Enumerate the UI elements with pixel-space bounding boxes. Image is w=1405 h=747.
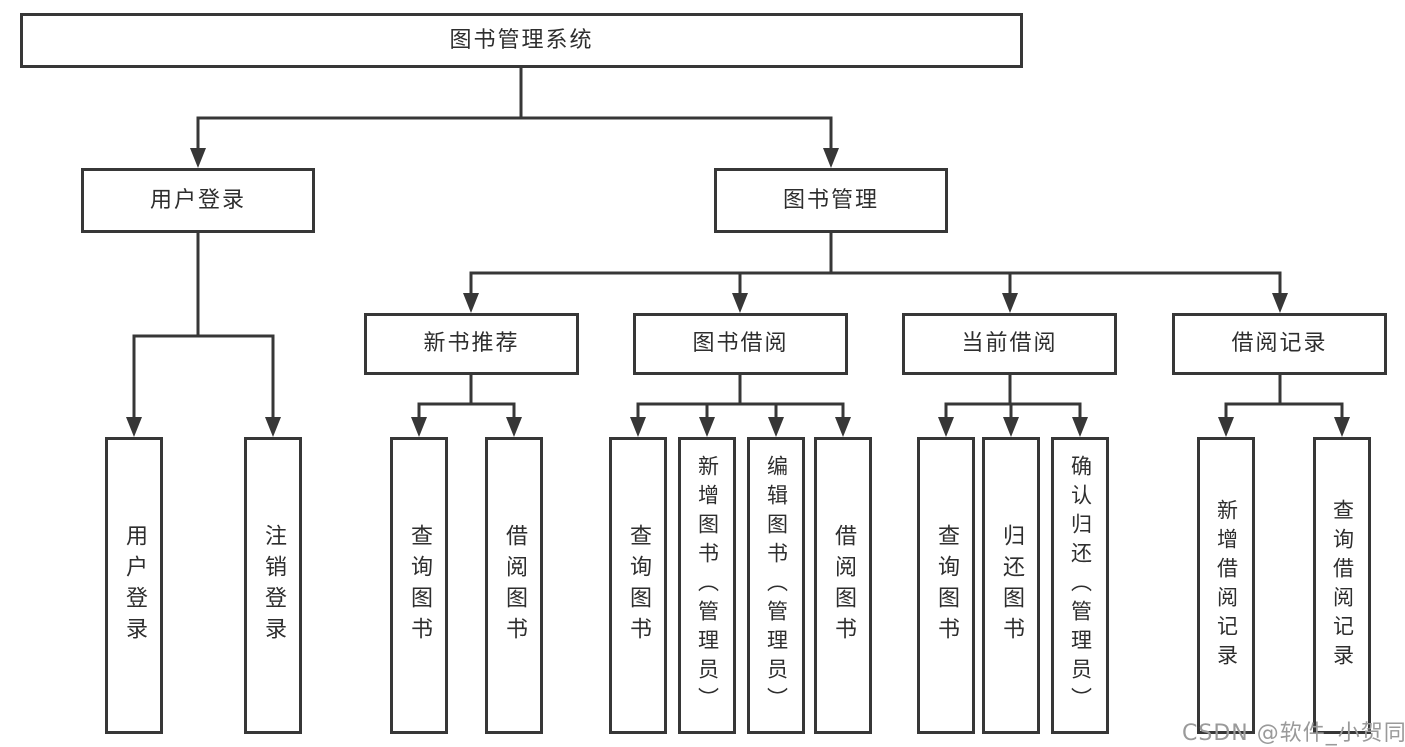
arrowhead xyxy=(1272,293,1288,313)
leaf-logout: 注销登录 xyxy=(244,437,302,734)
arrowhead xyxy=(265,417,281,437)
arrowhead xyxy=(768,417,784,437)
leaf-edit-books-admin: 编辑图书（管理员） xyxy=(747,437,805,734)
arrowhead xyxy=(1334,417,1350,437)
edges-borrow-records xyxy=(1218,375,1350,437)
edges-root xyxy=(190,68,839,168)
leaf-return-books: 归还图书 xyxy=(982,437,1040,734)
node-current-borrowing: 当前借阅 xyxy=(902,313,1117,375)
node-book-management: 图书管理 xyxy=(714,168,948,233)
edges-book-borrowing xyxy=(630,375,851,437)
node-new-book-recommend: 新书推荐 xyxy=(364,313,579,375)
leaf-query-books-recommend: 查询图书 xyxy=(390,437,448,734)
edges-book-management xyxy=(463,233,1288,313)
arrowhead xyxy=(835,417,851,437)
arrowhead xyxy=(506,417,522,437)
edges-new-book-recommend xyxy=(411,375,522,437)
arrowhead xyxy=(823,148,839,168)
watermark-text: CSDN @软件_小贺同学 xyxy=(1182,721,1405,746)
arrowhead xyxy=(1003,417,1019,437)
edges-current-borrowing xyxy=(938,375,1088,437)
arrowhead xyxy=(190,148,206,168)
arrowhead xyxy=(732,293,748,313)
arrowhead xyxy=(1002,293,1018,313)
node-root-system: 图书管理系统 xyxy=(20,13,1023,68)
arrowhead xyxy=(699,417,715,437)
arrowhead xyxy=(411,417,427,437)
leaf-user-login: 用户登录 xyxy=(105,437,163,734)
edges-user-login xyxy=(126,233,281,437)
leaf-borrow-books-recommend: 借阅图书 xyxy=(485,437,543,734)
node-borrow-records: 借阅记录 xyxy=(1172,313,1387,375)
arrowhead xyxy=(126,417,142,437)
leaf-add-borrow-record: 新增借阅记录 xyxy=(1197,437,1255,734)
arrowhead xyxy=(1072,417,1088,437)
node-book-borrowing: 图书借阅 xyxy=(633,313,848,375)
arrowhead xyxy=(463,293,479,313)
arrowhead xyxy=(630,417,646,437)
node-user-login: 用户登录 xyxy=(81,168,315,233)
leaf-add-books-admin: 新增图书（管理员） xyxy=(678,437,736,734)
leaf-borrow-books: 借阅图书 xyxy=(814,437,872,734)
arrowhead xyxy=(938,417,954,437)
leaf-query-books-borrowing: 查询图书 xyxy=(609,437,667,734)
leaf-query-books-current: 查询图书 xyxy=(917,437,975,734)
leaf-query-borrow-record: 查询借阅记录 xyxy=(1313,437,1371,734)
arrowhead xyxy=(1218,417,1234,437)
leaf-confirm-return-admin: 确认归还（管理员） xyxy=(1051,437,1109,734)
